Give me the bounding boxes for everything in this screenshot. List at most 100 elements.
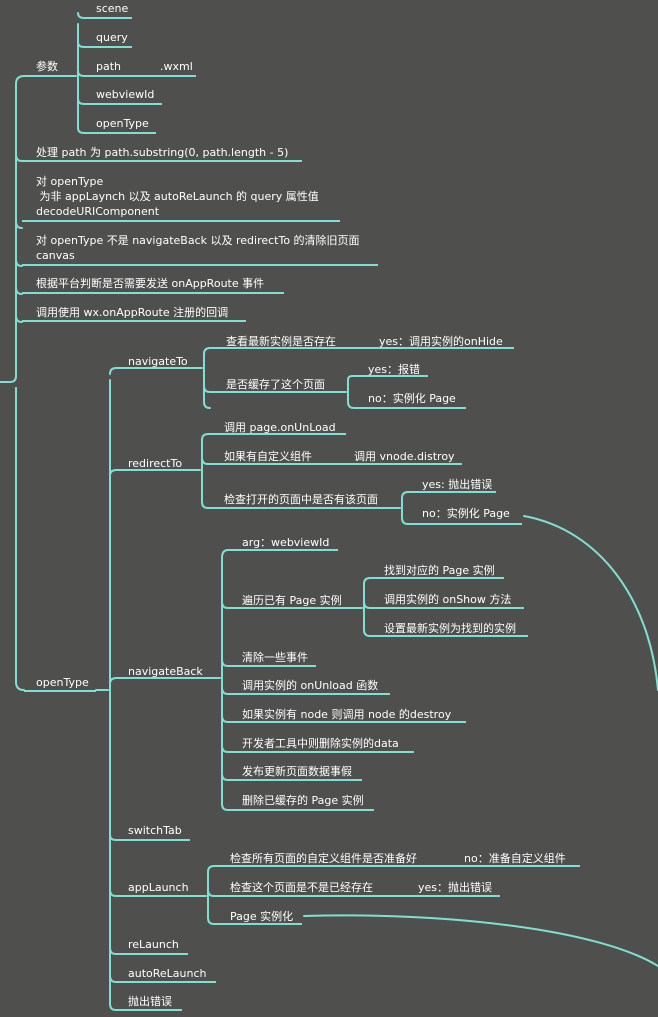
navigateto-cache-yes-underline [352, 375, 428, 377]
applaunch-instantiate-underline [214, 923, 302, 925]
step-approute-callback: 调用使用 wx.onAppRoute 注册的回调 [36, 306, 229, 319]
redirectto-label: redirectTo [128, 457, 183, 470]
redirectto-open-no-underline [408, 523, 522, 525]
navigateback-step-2-underline [228, 693, 390, 695]
redirectto-open-yes-underline [408, 491, 496, 493]
redirectto-open-no: no：实例化 Page [422, 507, 510, 520]
step-clear-canvas: 对 openType 不是 navigateBack 以及 redirectTo… [36, 234, 360, 262]
redirectto-check-open-underline [208, 507, 392, 509]
navigateto-cache-no-underline [354, 407, 466, 409]
navigateto-label: navigateTo [128, 355, 188, 368]
navigateto-check-latest-underline [210, 347, 514, 349]
step-approute-event-underline [22, 292, 284, 294]
navigateback-label: navigateBack [128, 665, 203, 678]
autorelaunch-underline [116, 981, 216, 983]
navigateback-arg-underline [228, 549, 338, 551]
autorelaunch-label: autoReLaunch [128, 967, 207, 980]
navigateback-step-1: 清除一些事件 [242, 651, 308, 664]
param-webviewid-underline [84, 103, 162, 105]
navigateback-step-6: 删除已缓存的 Page 实例 [242, 794, 364, 807]
navigateback-traverse: 遍历已有 Page 实例 [242, 594, 342, 607]
opentype-connectors [95, 367, 117, 1011]
root-stem [0, 75, 25, 691]
relaunch-label: reLaunch [128, 938, 179, 951]
param-query-underline [84, 46, 132, 48]
navigateback-traverse-child-3-underline [370, 635, 528, 637]
param-scene: scene [96, 2, 129, 15]
navigateto-check-latest-yes: yes：调用实例的onHide [379, 335, 503, 348]
redirectto-underline [116, 469, 190, 471]
switchtab-label: switchTab [128, 824, 182, 837]
redirectto-unload: 调用 page.onUnLoad [224, 421, 336, 434]
opentype-underline [24, 690, 96, 692]
navigateback-underline [116, 677, 208, 679]
step-clear-canvas-underline [22, 264, 378, 266]
redirectto-custom: 如果有自定义组件 [224, 450, 312, 463]
navigateback-traverse-underline [228, 607, 350, 609]
applaunch-check-exists-underline [214, 895, 500, 897]
navigateback-connectors [207, 549, 371, 811]
params-connectors [63, 12, 85, 134]
redirectto-open-yes: yes: 抛出错误 [422, 478, 493, 491]
redirectto-unload-underline [208, 433, 346, 435]
applaunch-instantiate: Page 实例化 [230, 910, 294, 923]
navigateback-step-4: 开发者工具中则删除实例的data [242, 737, 399, 750]
navigateto-connectors [191, 347, 355, 409]
param-webviewid: webviewId [96, 88, 155, 101]
applaunch-check-exists-yes: yes：抛出错误 [418, 881, 493, 894]
step-approute-event: 根据平台判断是否需要发送 onAppRoute 事件 [36, 277, 265, 290]
param-path: path [96, 60, 122, 73]
params-underline [24, 75, 64, 77]
navigateto-check-cache-underline [210, 391, 338, 393]
redirectto-custom-underline [208, 463, 462, 465]
param-query: query [96, 31, 128, 44]
navigateto-underline [116, 367, 192, 369]
navigateback-traverse-child-2-underline [370, 607, 524, 609]
redirectto-custom-action: 调用 vnode.distroy [354, 450, 455, 463]
navigateback-step-3: 如果实例有 node 则调用 node 的destroy [242, 708, 452, 721]
applaunch-connectors [193, 865, 215, 925]
redirectto-check-open: 检查打开的页面中是否有该页面 [224, 493, 378, 506]
navigateback-step-2: 调用实例的 onUnload 函数 [242, 679, 379, 692]
step-decode-underline [22, 220, 340, 222]
relaunch-underline [116, 953, 188, 955]
navigateback-step-4-underline [228, 751, 414, 753]
applaunch-check-exists: 检查这个页面是不是已经存在 [230, 881, 373, 894]
redirectto-connectors [189, 433, 409, 525]
switchtab-underline [116, 839, 190, 841]
navigateback-step-5: 发布更新页面数据事假 [242, 765, 352, 778]
applaunch-check-custom-no: no：准备自定义组件 [464, 852, 566, 865]
param-path-underline [84, 75, 196, 77]
step-decode: 对 openType 为非 appLaynch 以及 autoReLaunch … [36, 175, 319, 218]
param-opentype: openType [96, 117, 149, 130]
step-substring-underline [22, 160, 302, 162]
navigateback-step-6-underline [228, 809, 374, 811]
navigateback-step-3-underline [228, 721, 466, 723]
navigateto-check-latest: 查看最新实例是否存在 [226, 335, 336, 348]
params-label: 参数 [36, 60, 58, 73]
navigateto-cache-no: no：实例化 Page [368, 392, 456, 405]
opentype-label: openType [36, 676, 89, 689]
navigateback-traverse-child-2: 调用实例的 onShow 方法 [384, 593, 512, 606]
navigateback-traverse-child-1: 找到对应的 Page 实例 [384, 564, 495, 577]
navigateback-traverse-child-3: 设置最新实例为找到的实例 [384, 622, 516, 635]
navigateto-check-cache: 是否缓存了这个页面 [226, 378, 325, 391]
applaunch-check-custom: 检查所有页面的自定义组件是否准备好 [230, 852, 417, 865]
navigateback-step-5-underline [228, 779, 362, 781]
long-curves [303, 515, 658, 967]
param-path-note: .wxml [160, 60, 193, 73]
applaunch-underline [116, 895, 194, 897]
error-underline [116, 1009, 182, 1011]
root-steps-connectors [15, 154, 23, 323]
applaunch-check-custom-underline [214, 865, 580, 867]
param-scene-underline [84, 17, 132, 19]
step-substring: 处理 path 为 path.substring(0, path.length … [36, 146, 289, 159]
step-approute-callback-underline [22, 320, 246, 322]
navigateback-step-1-underline [228, 665, 316, 667]
navigateto-cache-yes: yes：报错 [368, 363, 421, 376]
param-opentype-underline [84, 132, 156, 134]
error-label: 抛出错误 [128, 995, 172, 1008]
navigateback-arg: arg：webviewId [242, 536, 330, 549]
applaunch-label: appLaunch [128, 881, 189, 894]
